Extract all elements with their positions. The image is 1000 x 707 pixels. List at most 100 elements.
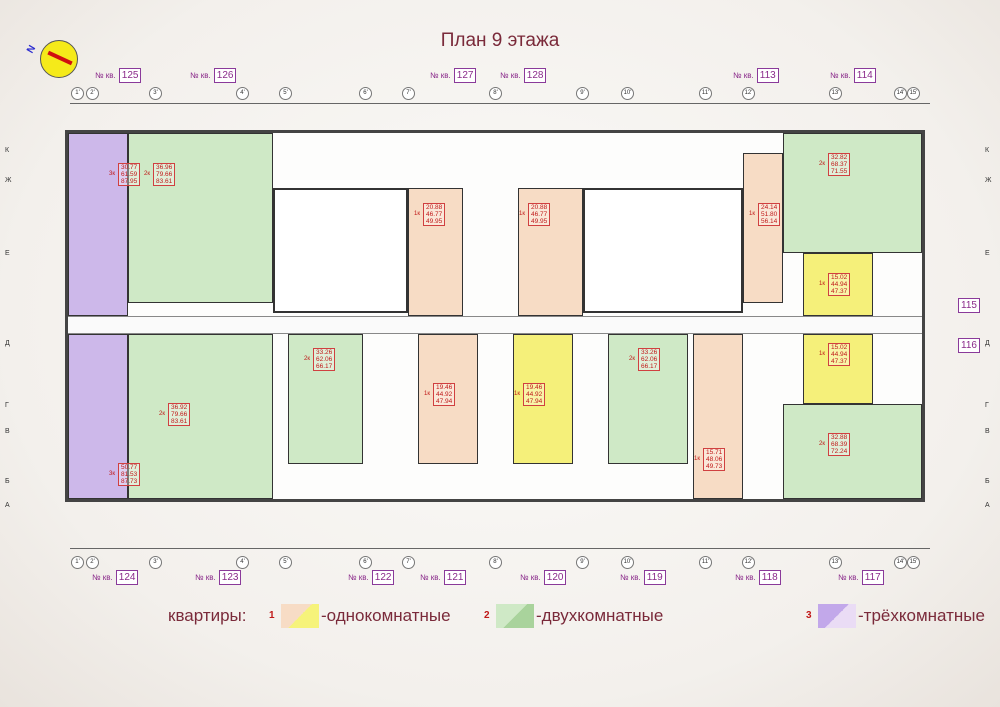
apartment-122[interactable] bbox=[288, 334, 363, 464]
grid-axis-marker: 10' bbox=[621, 87, 634, 100]
area-living: 20.88 bbox=[426, 204, 443, 211]
apartment-115[interactable] bbox=[803, 253, 873, 316]
grid-axis-marker: 7' bbox=[402, 87, 415, 100]
area-total: 81.53 bbox=[121, 471, 138, 478]
apartment-121[interactable] bbox=[418, 334, 478, 464]
apartment-123[interactable] bbox=[128, 334, 273, 499]
area-living: 50.77 bbox=[121, 464, 138, 471]
legend-swatch bbox=[281, 604, 319, 628]
grid-axis-marker: 8' bbox=[489, 556, 502, 569]
area-gross: 49.95 bbox=[531, 218, 548, 225]
grid-row-marker: Е bbox=[5, 250, 10, 257]
corridor bbox=[68, 316, 922, 334]
apt-prefix: № кв. bbox=[430, 71, 451, 80]
area-living: 20.88 bbox=[531, 204, 548, 211]
grid-axis-marker: 8' bbox=[489, 87, 502, 100]
area-gross: 87.95 bbox=[121, 178, 138, 185]
apartment-117[interactable] bbox=[783, 404, 922, 499]
apartment-116[interactable] bbox=[803, 334, 873, 404]
grid-row-marker: Б bbox=[985, 478, 990, 485]
apt-number: 124 bbox=[115, 570, 139, 585]
apartment-number-label: № кв.118 bbox=[735, 570, 781, 585]
apt-number: 115 bbox=[958, 298, 980, 313]
area-total: 62.06 bbox=[316, 356, 333, 363]
apartment-124[interactable] bbox=[68, 334, 128, 499]
apt-number: 113 bbox=[756, 68, 779, 83]
legend-number: 1 bbox=[269, 610, 275, 621]
area-total: 44.94 bbox=[831, 281, 848, 288]
area-gross: 66.17 bbox=[641, 363, 658, 370]
room-count: 1к bbox=[519, 211, 525, 217]
area-total: 51.80 bbox=[761, 211, 778, 218]
apartment-126[interactable] bbox=[128, 133, 273, 303]
apartment-number-label: № кв.113 bbox=[733, 68, 779, 83]
apt-number: 123 bbox=[218, 570, 242, 585]
stair-lift-core-left bbox=[273, 188, 408, 313]
apartment-number-label: 116 bbox=[955, 338, 980, 353]
grid-row-marker: Б bbox=[5, 478, 10, 485]
area-total: 44.92 bbox=[436, 391, 453, 398]
grid-row-marker: Д bbox=[5, 340, 10, 347]
grid-axis-marker: 4' bbox=[236, 87, 249, 100]
area-living: 24.14 bbox=[761, 204, 778, 211]
grid-axis-marker: 15' bbox=[907, 556, 920, 569]
grid-axis-marker: 4' bbox=[236, 556, 249, 569]
area-gross: 47.37 bbox=[831, 288, 848, 295]
apartment-114[interactable] bbox=[783, 133, 922, 253]
grid-row-marker: К bbox=[5, 147, 10, 154]
grid-axis-marker: 13' bbox=[829, 87, 842, 100]
apt-prefix: № кв. bbox=[735, 573, 756, 582]
apt-number: 121 bbox=[443, 570, 467, 585]
legend-label: -двухкомнатные bbox=[536, 606, 664, 625]
area-gross: 71.55 bbox=[831, 168, 848, 175]
area-living: 19.46 bbox=[436, 384, 453, 391]
area-total: 68.37 bbox=[831, 161, 848, 168]
apartment-number-label: № кв.126 bbox=[190, 68, 237, 83]
apartment-number-label: № кв.121 bbox=[420, 570, 467, 585]
area-gross: 47.37 bbox=[831, 358, 848, 365]
apt-number: 114 bbox=[853, 68, 876, 83]
area-living: 15.02 bbox=[831, 274, 848, 281]
area-total: 46.77 bbox=[426, 211, 443, 218]
legend-number: 3 bbox=[806, 610, 812, 621]
grid-axis-marker: 10' bbox=[621, 556, 634, 569]
apt-number: 128 bbox=[523, 68, 547, 83]
area-gross: 83.61 bbox=[156, 178, 173, 185]
apartment-number-label: № кв.119 bbox=[620, 570, 666, 585]
grid-row-marker: В bbox=[985, 428, 990, 435]
grid-axis-marker: 1' bbox=[71, 556, 84, 569]
grid-axis-marker: 6' bbox=[359, 87, 372, 100]
area-living: 15.02 bbox=[831, 344, 848, 351]
grid-row-marker: Ж bbox=[5, 177, 12, 184]
dimension-line-bottom bbox=[70, 548, 930, 549]
apartment-113[interactable] bbox=[743, 153, 783, 303]
legend-title: квартиры: bbox=[168, 606, 247, 625]
area-gross: 72.24 bbox=[831, 448, 848, 455]
legend-label: -однокомнатные bbox=[321, 606, 451, 625]
room-count: 1к bbox=[424, 391, 430, 397]
apartment-127[interactable] bbox=[408, 188, 463, 316]
apartment-number-label: № кв.117 bbox=[838, 570, 884, 585]
area-gross: 49.95 bbox=[426, 218, 443, 225]
area-total: 79.66 bbox=[171, 411, 188, 418]
grid-row-marker: Г bbox=[985, 402, 989, 409]
apt-prefix: № кв. bbox=[520, 573, 541, 582]
room-count: 2к bbox=[819, 161, 825, 167]
grid-axis-marker: 2' bbox=[86, 87, 99, 100]
apartment-119[interactable] bbox=[608, 334, 688, 464]
apartment-125[interactable] bbox=[68, 133, 128, 316]
area-living: 30.77 bbox=[121, 164, 138, 171]
area-total: 61.59 bbox=[121, 171, 138, 178]
apartment-118[interactable] bbox=[693, 334, 743, 499]
